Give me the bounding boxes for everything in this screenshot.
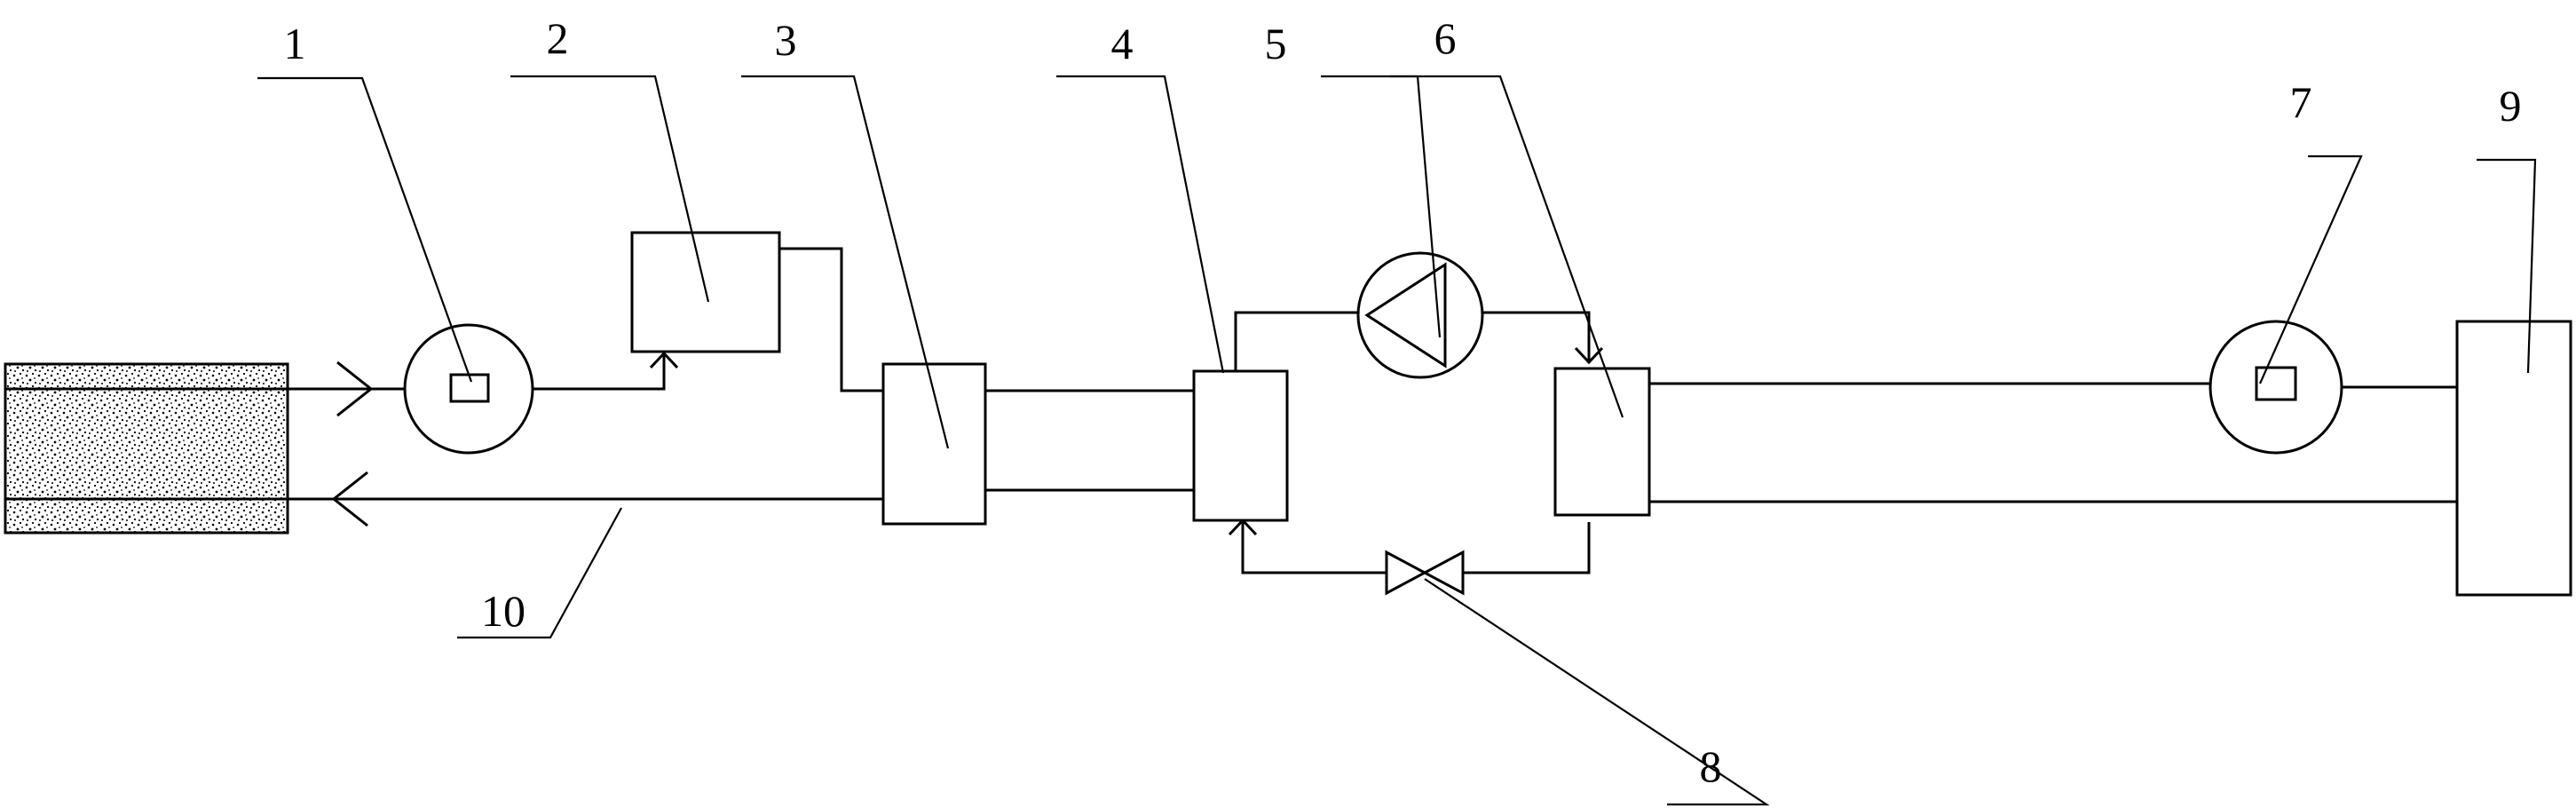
label-2: 2 bbox=[547, 13, 569, 63]
component-labels: 1 2 3 4 5 6 7 9 10 8 bbox=[284, 13, 2522, 791]
label-4: 4 bbox=[1111, 19, 1134, 68]
pump-5 bbox=[1356, 251, 1484, 379]
unit-9 bbox=[2455, 320, 2572, 597]
label-8: 8 bbox=[1700, 741, 1722, 791]
stippled-source-block bbox=[4, 362, 289, 535]
sensor-1 bbox=[403, 323, 534, 455]
unit-4 bbox=[1192, 369, 1289, 522]
pipe-lines bbox=[288, 247, 2457, 574]
label-6: 6 bbox=[1434, 13, 1457, 63]
valve-8 bbox=[1385, 550, 1465, 596]
label-9: 9 bbox=[2500, 81, 2522, 131]
label-3: 3 bbox=[775, 15, 797, 65]
unit-3 bbox=[881, 362, 987, 526]
unit-6 bbox=[1553, 367, 1651, 517]
label-10: 10 bbox=[481, 586, 525, 636]
label-5: 5 bbox=[1265, 19, 1287, 68]
label-1: 1 bbox=[284, 19, 306, 68]
sensor-7 bbox=[2209, 320, 2343, 455]
label-7: 7 bbox=[2290, 77, 2312, 127]
leader-lines bbox=[257, 75, 2537, 806]
